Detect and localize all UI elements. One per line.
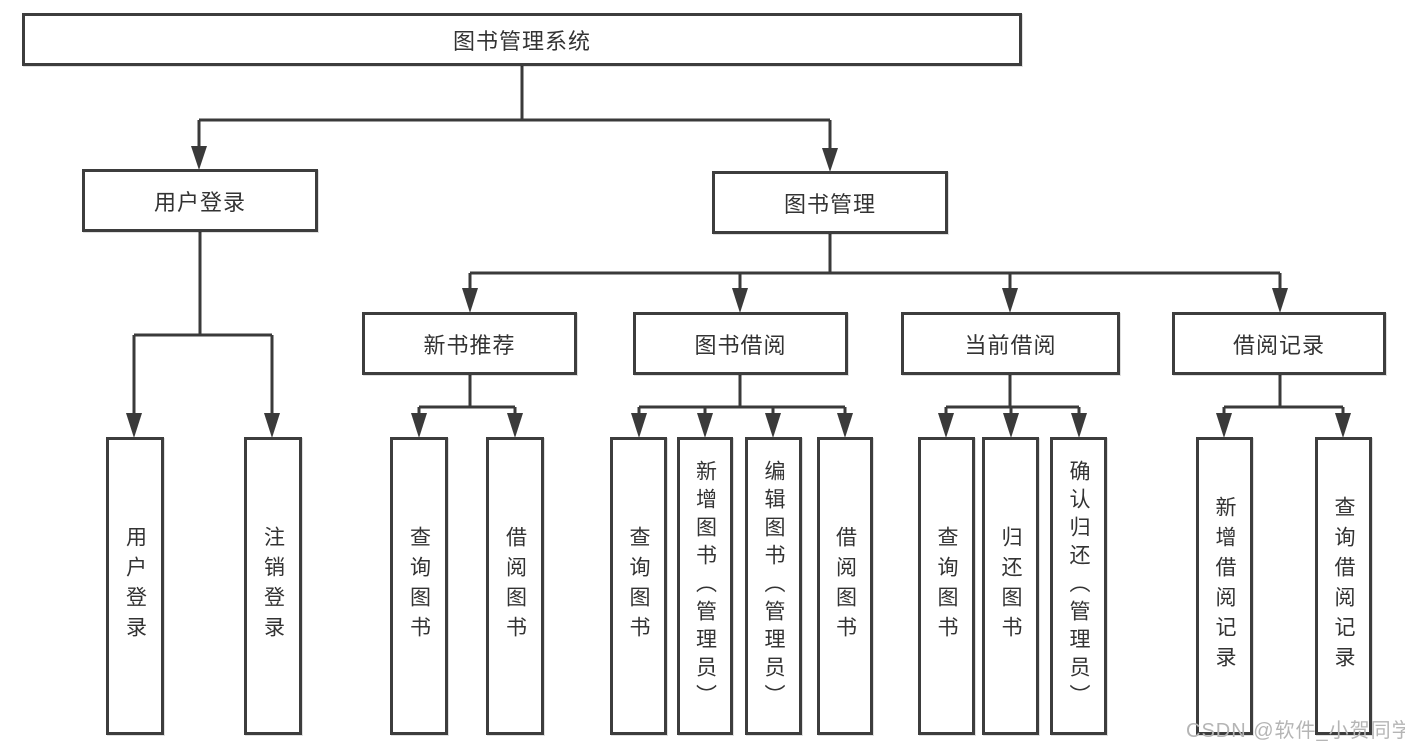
leaf-label: 编辑图书（管理员） bbox=[762, 460, 785, 712]
node-book-borrowing: 图书借阅 bbox=[633, 312, 848, 375]
node-label: 图书管理 bbox=[783, 191, 876, 217]
leaf-query-books-recommend: 查询图书 bbox=[390, 437, 448, 735]
leaf-label: 归还图书 bbox=[999, 526, 1022, 646]
node-label: 用户登录 bbox=[153, 189, 246, 215]
node-label: 借阅记录 bbox=[1232, 332, 1325, 358]
leaf-label: 查询图书 bbox=[407, 526, 431, 646]
node-current-borrowing: 当前借阅 bbox=[901, 312, 1120, 375]
leaf-user-login: 用户登录 bbox=[106, 437, 164, 735]
leaf-query-books-borrow: 查询图书 bbox=[610, 437, 667, 735]
leaf-label: 借阅图书 bbox=[833, 526, 857, 646]
node-label: 图书管理系统 bbox=[452, 28, 591, 54]
leaf-add-borrow-record: 新增借阅记录 bbox=[1196, 437, 1253, 735]
leaf-query-books-current: 查询图书 bbox=[918, 437, 975, 735]
leaf-label: 注销登录 bbox=[261, 526, 285, 646]
node-label: 图书借阅 bbox=[694, 332, 787, 358]
leaf-logout: 注销登录 bbox=[244, 437, 302, 735]
leaf-borrow-books: 借阅图书 bbox=[817, 437, 873, 735]
leaf-query-borrow-record: 查询借阅记录 bbox=[1315, 437, 1372, 735]
leaf-add-books-admin: 新增图书（管理员） bbox=[677, 437, 733, 735]
leaf-edit-books-admin: 编辑图书（管理员） bbox=[745, 437, 802, 735]
csdn-watermark: CSDN @软件_小贺同学 bbox=[1186, 720, 1405, 742]
leaf-label: 用户登录 bbox=[123, 526, 147, 646]
node-label: 新书推荐 bbox=[423, 332, 516, 358]
node-new-book-recommendation: 新书推荐 bbox=[362, 312, 577, 375]
leaf-label: 新增借阅记录 bbox=[1213, 496, 1236, 676]
node-label: 当前借阅 bbox=[964, 332, 1057, 358]
leaf-label: 新增图书（管理员） bbox=[693, 460, 717, 712]
leaf-label: 查询借阅记录 bbox=[1332, 496, 1355, 676]
leaf-label: 查询图书 bbox=[627, 526, 650, 646]
leaf-label: 查询图书 bbox=[935, 526, 958, 646]
leaf-label: 确认归还（管理员） bbox=[1067, 460, 1090, 712]
node-book-management: 图书管理 bbox=[712, 171, 948, 234]
leaf-borrow-books-recommend: 借阅图书 bbox=[486, 437, 544, 735]
leaf-confirm-return-admin: 确认归还（管理员） bbox=[1050, 437, 1107, 735]
node-user-login: 用户登录 bbox=[82, 169, 318, 232]
node-library-management-system: 图书管理系统 bbox=[22, 13, 1022, 66]
leaf-label: 借阅图书 bbox=[503, 526, 527, 646]
node-borrowing-records: 借阅记录 bbox=[1172, 312, 1386, 375]
leaf-return-books: 归还图书 bbox=[982, 437, 1039, 735]
